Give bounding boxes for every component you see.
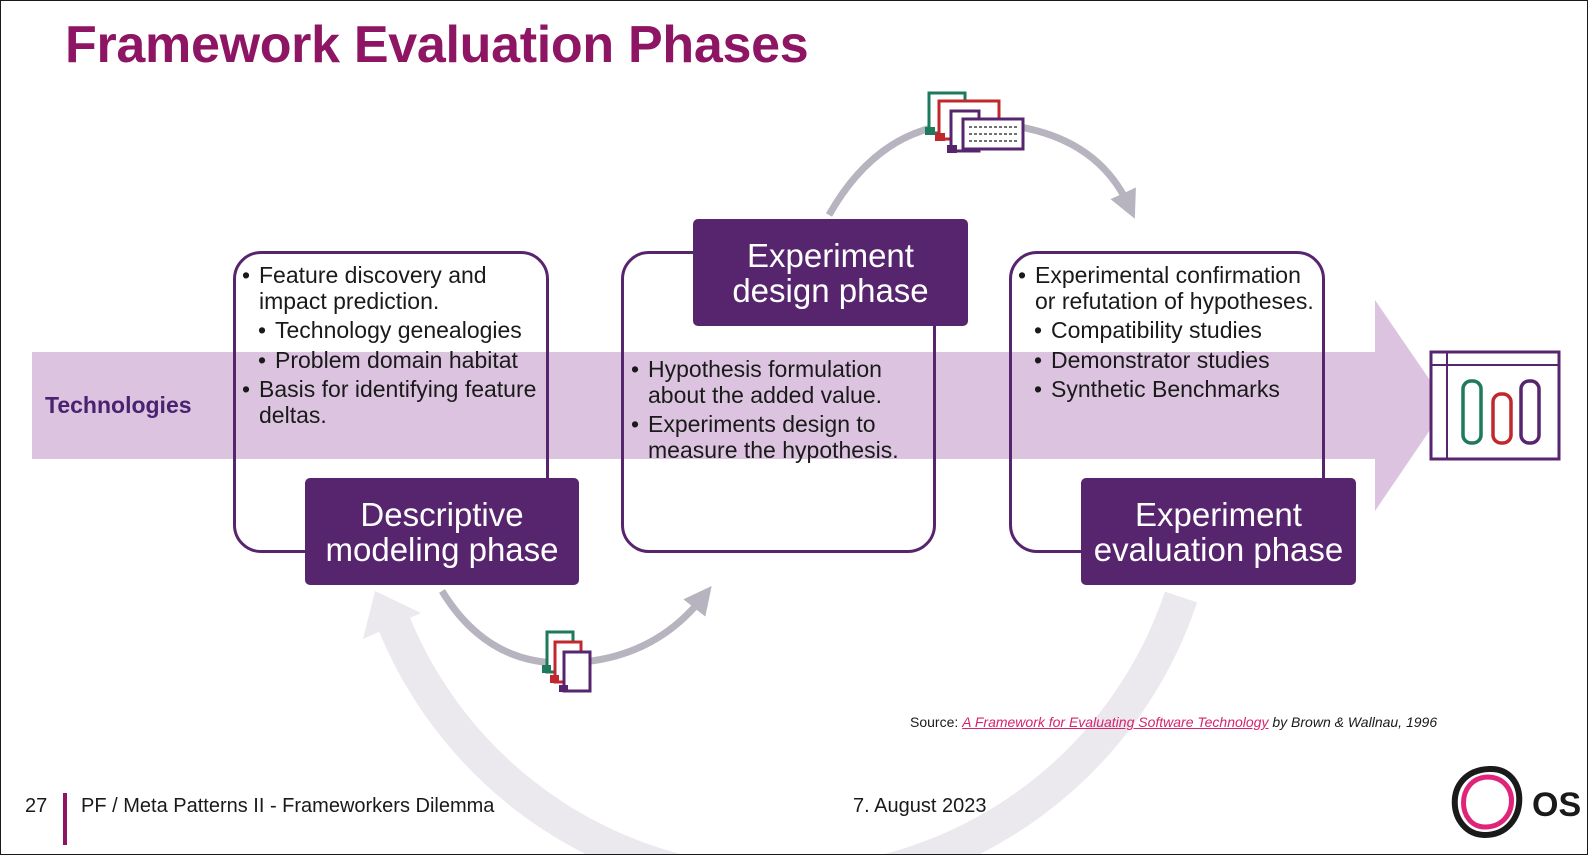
document-stack-icon [542, 630, 592, 693]
bar-chart-icon [1429, 350, 1561, 461]
footer-title: PF / Meta Patterns II - Frameworkers Dil… [81, 795, 495, 817]
logo-text: OS [1532, 786, 1582, 824]
experiment-evaluation-phase-box: Experiment evaluation phase [1081, 478, 1356, 585]
evaluation-bullets: Experimental confirmation or refutation … [1017, 262, 1317, 407]
source-citation: Source: A Framework for Evaluating Softw… [910, 714, 1437, 730]
return-arrow [377, 591, 1198, 854]
source-prefix: Source: [910, 714, 963, 730]
document-stack-icon [925, 91, 1025, 153]
phase-title-line: Experiment [1135, 495, 1302, 533]
phase-title-line: design phase [732, 271, 929, 309]
technologies-label: Technologies [45, 392, 192, 418]
footer-date: 7. August 2023 [853, 795, 987, 817]
source-suffix: by Brown & Wallnau, 1996 [1268, 714, 1438, 730]
phase-title-line: Experiment [747, 236, 914, 274]
company-logo-icon [1451, 765, 1523, 839]
sub-bullet-item: Technology genealogies [257, 317, 541, 344]
design-bullets: Hypothesis formulation about the added v… [630, 356, 930, 467]
phase-title-line: evaluation phase [1093, 530, 1344, 568]
bullet-item: Basis for identifying feature deltas. [241, 376, 541, 428]
bullet-item: Hypothesis formulation about the added v… [630, 356, 930, 408]
phase-title-line: Descriptive [360, 495, 524, 533]
sub-bullet-item: Demonstrator studies [1033, 347, 1317, 374]
return-arrow-head [363, 591, 421, 639]
sub-bullet-item: Compatibility studies [1033, 317, 1317, 344]
sub-bullet-item: Synthetic Benchmarks [1033, 376, 1317, 403]
experiment-design-phase-box: Experiment design phase [693, 219, 968, 326]
descriptive-bullets: Feature discovery and impact prediction.… [241, 262, 541, 432]
bullet-item: Feature discovery and impact prediction. [241, 262, 541, 314]
phase-title-line: modeling phase [325, 530, 559, 568]
source-link[interactable]: A Framework for Evaluating Software Tech… [962, 714, 1269, 730]
footer-divider [63, 793, 67, 845]
sub-bullet-item: Problem domain habitat [257, 347, 541, 374]
slide-title: Framework Evaluation Phases [65, 16, 809, 74]
bullet-item: Experiments design to measure the hypoth… [630, 411, 930, 463]
descriptive-modeling-phase-box: Descriptive modeling phase [305, 478, 579, 585]
bullet-item: Experimental confirmation or refutation … [1017, 262, 1317, 314]
page-number: 27 [25, 795, 48, 817]
